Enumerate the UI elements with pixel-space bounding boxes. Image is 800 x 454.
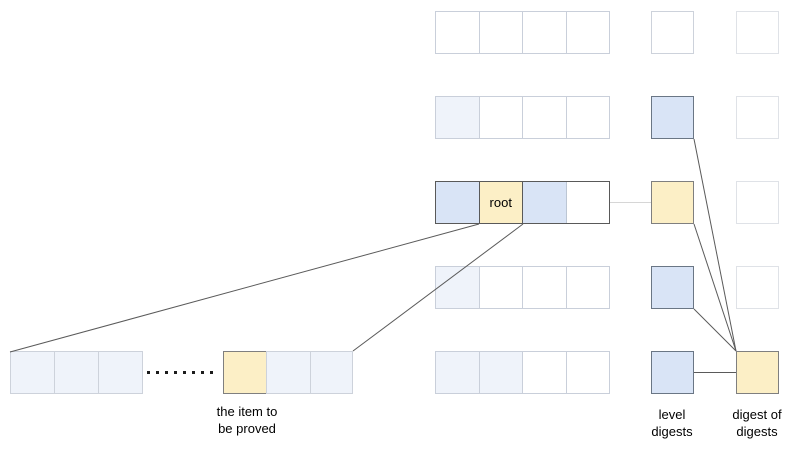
- root-bracket-left-line: [9, 223, 480, 353]
- hash-structure-row-1: [435, 96, 610, 139]
- level-digest-box-1: [651, 96, 694, 139]
- hash-cell: [478, 97, 522, 138]
- item-row-cell: [98, 351, 143, 394]
- hash-structure-row-root: root: [435, 181, 610, 224]
- level-digest-box-3: [651, 266, 694, 309]
- hash-cell: [522, 182, 566, 223]
- hash-cell: [478, 267, 522, 308]
- dot: [210, 371, 213, 374]
- level3-to-dod-line: [693, 308, 737, 352]
- level-digest-box-4: [651, 351, 694, 394]
- level1-to-dod-line: [693, 138, 737, 352]
- dot: [156, 371, 159, 374]
- hash-cell: [436, 267, 479, 308]
- hash-cell: [522, 352, 566, 393]
- level2-to-dod-line: [693, 223, 737, 352]
- digest-of-digests-box-3: [736, 266, 779, 309]
- hash-cell: [522, 267, 566, 308]
- hash-structure-row-3: [435, 266, 610, 309]
- hash-cell: [436, 352, 479, 393]
- item-to-be-proved-box: [223, 351, 268, 394]
- digest-of-digests-label-line1: digest of: [732, 407, 782, 422]
- item-label: the item to be proved: [187, 403, 307, 437]
- level-digests-label: level digests: [612, 406, 732, 440]
- dot: [174, 371, 177, 374]
- digest-of-digests-box-4: [736, 351, 779, 394]
- hash-cell: [565, 267, 609, 308]
- item-row-cell: [310, 351, 353, 394]
- item-label-line1: the item to: [216, 404, 278, 419]
- level-digests-label-line1: level: [658, 407, 686, 422]
- digest-of-digests-box-0: [736, 11, 779, 54]
- digest-of-digests-label: digest of digests: [697, 406, 800, 440]
- level-digest-box-0: [651, 11, 694, 54]
- hash-cell: [478, 12, 522, 53]
- digest-of-digests-label-line2: digests: [736, 424, 778, 439]
- hash-cell: [565, 12, 609, 53]
- dot: [201, 371, 204, 374]
- hash-cell: [565, 352, 609, 393]
- level-digest-box-2: [651, 181, 694, 224]
- hash-cell: [436, 182, 479, 223]
- item-row-cell: [266, 351, 311, 394]
- hash-cell: [436, 97, 479, 138]
- item-label-line2: be proved: [218, 421, 276, 436]
- dot: [183, 371, 186, 374]
- ellipsis-dots: [147, 371, 213, 374]
- dot: [192, 371, 195, 374]
- root-cell: root: [478, 182, 522, 223]
- level-digests-label-line2: digests: [651, 424, 693, 439]
- dot: [147, 371, 150, 374]
- hash-structure-row-4: [435, 351, 610, 394]
- digest-of-digests-box-1: [736, 96, 779, 139]
- hash-cell: [478, 352, 522, 393]
- item-row-cell: [54, 351, 99, 394]
- hash-cell: [522, 12, 566, 53]
- hash-cell: [565, 97, 609, 138]
- hash-cell: [522, 97, 566, 138]
- item-row-cell: [10, 351, 55, 394]
- hash-structure-row-0: [435, 11, 610, 54]
- dot: [165, 371, 168, 374]
- hash-cell: [565, 182, 609, 223]
- hash-cell: [436, 12, 479, 53]
- digest-of-digests-box-2: [736, 181, 779, 224]
